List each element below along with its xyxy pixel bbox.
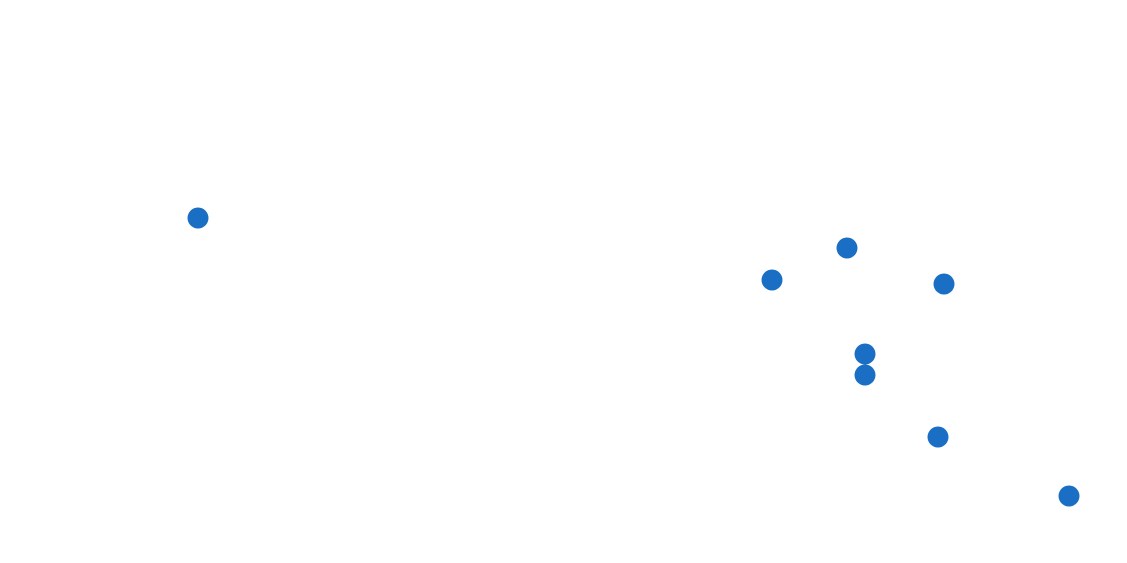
scatter-point-2	[761, 269, 783, 291]
scatter-point-6	[854, 364, 876, 386]
scatter-point-3	[836, 237, 858, 259]
scatter-point-5	[854, 343, 876, 365]
scatter-point-1	[187, 207, 209, 229]
scatter-point-8	[1058, 485, 1080, 507]
scatter-point-7	[927, 426, 949, 448]
points-layer	[187, 207, 1080, 507]
scatter-point-4	[933, 273, 955, 295]
